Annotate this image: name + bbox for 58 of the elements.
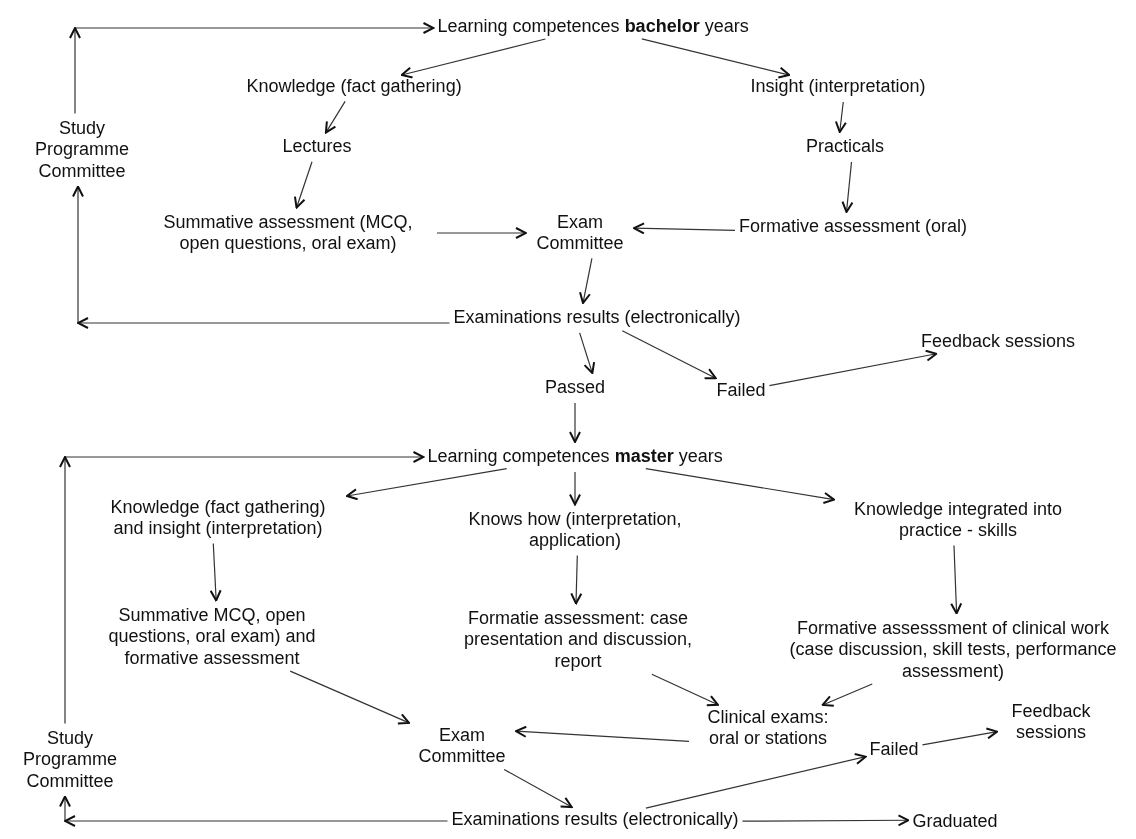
flow-step-text: Failed	[716, 380, 766, 402]
flow-step-text: Knowledge (fact gathering)	[246, 76, 462, 98]
arrow	[294, 161, 313, 209]
arrow	[645, 753, 867, 809]
flow-step-text: Lectures	[282, 136, 352, 158]
arrow	[741, 814, 910, 827]
arrow	[841, 161, 854, 213]
arrow	[768, 349, 938, 387]
flow-step-text: Examinations results (electronically)	[453, 307, 741, 329]
flow-step-text: Knows how (interpretation, application)	[455, 508, 695, 552]
flow-step-text: Learning competences bachelor years	[437, 16, 749, 38]
arrow	[579, 257, 593, 305]
flow-step-text: Study Programme Committee	[22, 117, 142, 183]
arrow	[921, 727, 999, 746]
arrow	[69, 22, 435, 115]
arrow	[436, 227, 527, 239]
arrow	[570, 554, 583, 605]
flow-step-text: Formatie assessment: case presentation and discussion, report	[443, 607, 713, 673]
flow-step-text: Insight (interpretation)	[750, 76, 926, 98]
flow-step-text: Summative MCQ, open questions, oral exam) and formative assessment	[87, 604, 337, 670]
flow-step-text: Clinical exams: oral or stations	[693, 706, 843, 750]
arrow	[641, 38, 791, 79]
arrow	[579, 332, 596, 375]
arrow	[621, 330, 717, 380]
arrow	[289, 670, 410, 725]
arrow	[651, 673, 719, 707]
flow-step-text: Exam Committee	[530, 211, 630, 255]
arrow	[72, 185, 451, 329]
flow-step-text: Study Programme Committee	[10, 727, 130, 793]
arrow	[59, 451, 425, 725]
flow-step-text: Knowledge (fact gathering) and insight (interpretation)	[93, 496, 343, 540]
flow-step-text: Practicals	[806, 136, 885, 158]
arrow	[209, 542, 222, 602]
arrow	[834, 101, 847, 134]
flow-step-text: Passed	[545, 377, 606, 399]
flow-step-text: Learning competences master years	[427, 446, 723, 468]
flow-step-text: Formative assesssment of clinical work (case discussion, skill tests, performance assessment)	[783, 617, 1123, 683]
arrow	[59, 795, 449, 827]
flow-step-text: Feedback sessions	[921, 331, 1076, 353]
arrow	[324, 100, 346, 134]
arrow	[345, 468, 508, 501]
arrow	[645, 468, 836, 504]
arrow	[515, 725, 690, 742]
arrow	[821, 683, 873, 707]
flow-step-text: Examinations results (electronically)	[451, 809, 739, 831]
flow-step-text: Formative assessment (oral)	[739, 216, 968, 238]
arrow	[569, 402, 581, 443]
arrow	[400, 38, 546, 79]
flow-step-text: Knowledge integrated into practice - skills	[838, 498, 1078, 542]
flow-step-text: Exam Committee	[412, 724, 512, 768]
arrow	[569, 471, 581, 506]
flow-step-text: Summative assessment (MCQ, open questions, oral exam)	[143, 211, 433, 255]
flow-step-text: Failed	[869, 739, 919, 761]
arrow	[633, 222, 736, 235]
arrow	[503, 768, 573, 809]
flow-step-text: Graduated	[912, 811, 998, 833]
arrow	[950, 544, 963, 615]
flow-step-text: Feedback sessions	[1001, 700, 1101, 744]
